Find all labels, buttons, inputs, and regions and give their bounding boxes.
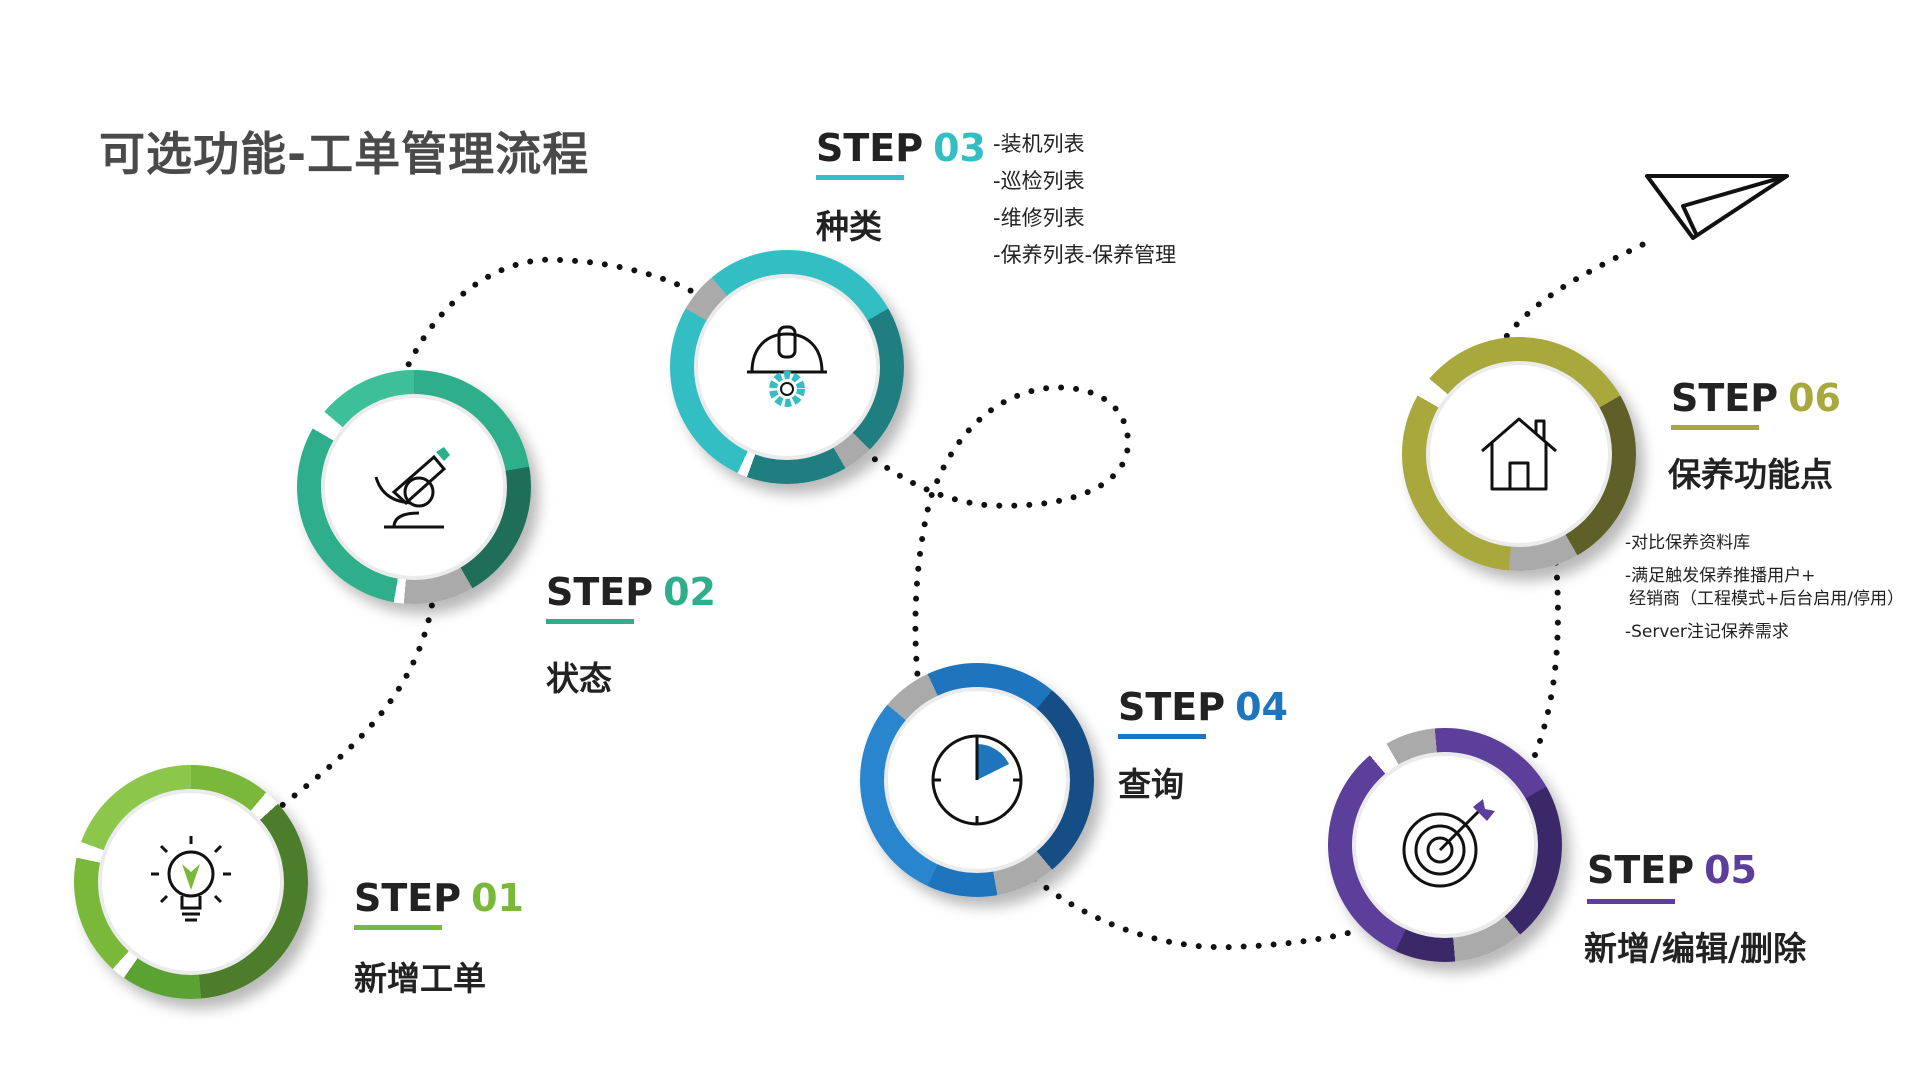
list-item: -巡检列表 [993,169,1085,193]
step-02-label: 状态 [546,659,612,698]
clock-icon [931,734,1023,826]
step-04-ring [860,663,1094,897]
step-03-ring [670,250,904,484]
list-item: -维修列表 [993,206,1085,230]
microscope-icon [374,447,450,529]
target-icon [1402,799,1495,888]
step-03-label: 种类 [816,207,882,246]
step-04-underline [1118,734,1206,739]
list-item: -Server注记保养需求 [1625,622,1789,642]
page-title: 可选功能-工单管理流程 [99,127,590,181]
step-06-label: 保养功能点 [1668,455,1833,494]
step-05-label: 新增/编辑/删除 [1584,929,1807,968]
step-03-underline [816,175,904,180]
step-01-underline [354,925,442,930]
step-05-underline [1587,899,1675,904]
step-02-underline [546,619,634,624]
step-02-ring [297,370,531,604]
list-item: 经销商（工程模式+后台启用/停用） [1629,589,1904,609]
step-04-label: 查询 [1118,765,1184,804]
step-05-ring [1328,728,1562,962]
house-icon [1481,417,1557,491]
helmet-gear-icon [747,325,827,407]
list-item: -对比保养资料库 [1625,533,1751,553]
lightbulb-icon [151,836,231,922]
paper-plane-icon [1645,174,1789,240]
step-06-underline [1671,425,1759,430]
list-item: -保养列表-保养管理 [993,243,1177,267]
list-item: -装机列表 [993,132,1085,156]
step-06-item-list: -对比保养资料库 -满足触发保养推播用户+ 经销商（工程模式+后台启用/停用） … [1625,532,1904,644]
step-01-label: 新增工单 [354,959,486,998]
list-item: -满足触发保养推播用户+ [1625,566,1816,586]
step-06-ring [1402,337,1636,571]
step-01-ring [74,765,308,999]
step-03-item-list: -装机列表 -巡检列表 -维修列表 -保养列表-保养管理 [993,126,1176,274]
